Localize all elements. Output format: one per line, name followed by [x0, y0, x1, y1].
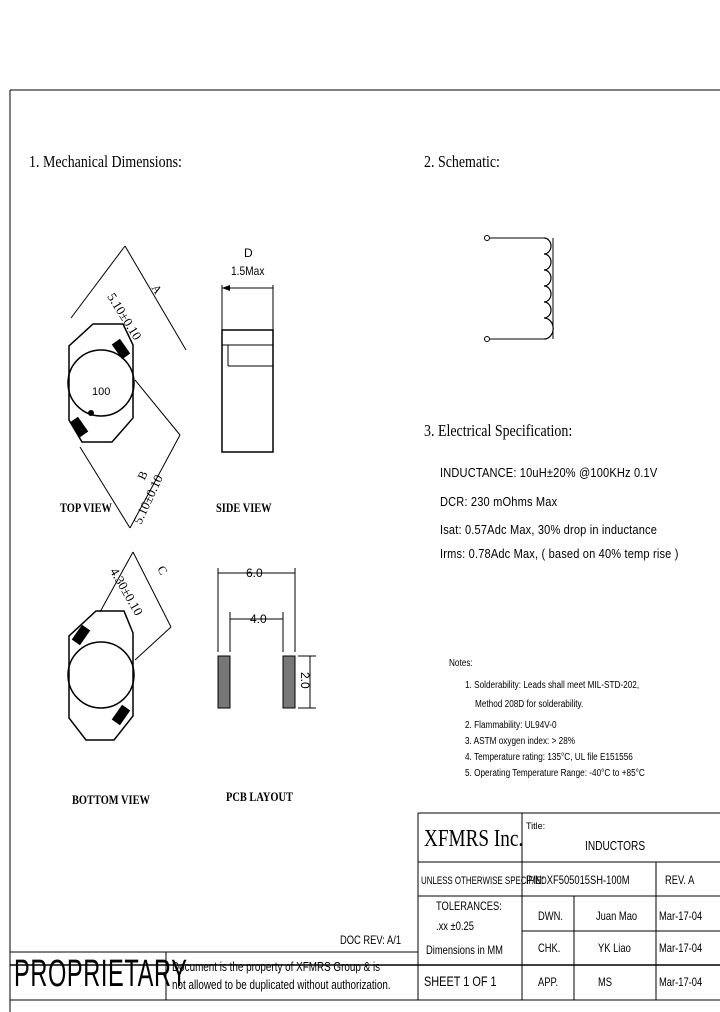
pcb-layout-caption: PCB LAYOUT [226, 789, 293, 804]
schematic-drawing [484, 235, 554, 342]
chk-label: CHK. [538, 941, 561, 955]
unless-specified: UNLESS OTHERWISE SPECIFIED [421, 875, 547, 887]
disclaimer-line-1: Document is the property of XFMRS Group … [172, 959, 381, 974]
spec-dcr: DCR: 230 mOhms Max [440, 494, 558, 509]
dim-d-letter: D [244, 246, 253, 260]
dim-d-value: 1.5Max [231, 264, 265, 278]
dimensions-unit: Dimensions in MM [426, 943, 503, 957]
chk-date: Mar-17-04 [659, 941, 703, 955]
sheet-info: SHEET 1 OF 1 [424, 973, 497, 989]
part-marking: 100 [92, 386, 111, 398]
top-view-caption: TOP VIEW [60, 500, 112, 515]
pcb-pad-dim: 2.0 [298, 672, 312, 689]
bottom-view-drawing [67, 551, 172, 741]
note-4: 4. Temperature rating: 135°C, UL file E1… [465, 752, 633, 763]
note-1a: 1. Solderability: Leads shall meet MIL-S… [465, 680, 640, 691]
note-5: 5. Operating Temperature Range: -40°C to… [465, 768, 645, 779]
disclaimer-line-2: not allowed to be duplicated without aut… [172, 977, 391, 992]
proprietary-label: PROPRIETARY [14, 953, 188, 995]
document-title: INDUCTORS [585, 838, 646, 853]
tolerance-value: .xx ±0.25 [436, 919, 474, 933]
app-name: MS [598, 975, 613, 989]
bottom-view-caption: BOTTOM VIEW [72, 792, 150, 807]
tolerances-label: TOLERANCES: [436, 899, 502, 913]
title-block-grid [10, 812, 720, 1001]
top-view-drawing [67, 245, 187, 529]
spec-isat: Isat: 0.57Adc Max, 30% drop in inductanc… [440, 522, 658, 537]
revision: REV. A [665, 873, 695, 887]
chk-name: YK Liao [598, 941, 631, 955]
title-label: Title: [526, 821, 546, 831]
dwn-name: Juan Mao [596, 909, 638, 923]
side-view-drawing [221, 285, 274, 453]
side-view-caption: SIDE VIEW [216, 500, 272, 515]
company-name: XFMRS Inc. [424, 826, 524, 852]
note-2: 2. Flammability: UL94V-0 [465, 720, 557, 731]
part-number: P/N: XF505015SH-100M [526, 873, 630, 887]
notes-title: Notes: [449, 658, 473, 669]
pcb-layout-drawing [217, 568, 316, 709]
note-3: 3. ASTM oxygen index: > 28% [465, 736, 576, 747]
pcb-outer-dim: 6.0 [246, 566, 263, 580]
dwn-date: Mar-17-04 [659, 909, 703, 923]
dwn-label: DWN. [538, 909, 563, 923]
mech-dimensions-title: 1. Mechanical Dimensions: [29, 152, 182, 171]
pcb-inner-dim: 4.0 [250, 612, 267, 626]
spec-inductance: INDUCTANCE: 10uH±20% @100KHz 0.1V [440, 465, 658, 480]
electrical-spec-title: 3. Electrical Specification: [424, 421, 573, 440]
schematic-title: 2. Schematic: [424, 152, 500, 171]
note-1b: Method 208D for solderability. [475, 699, 584, 710]
app-date: Mar-17-04 [659, 975, 703, 989]
doc-revision: DOC REV: A/1 [340, 933, 402, 947]
app-label: APP. [538, 975, 559, 989]
spec-irms: Irms: 0.78Adc Max, ( based on 40% temp r… [440, 546, 679, 561]
